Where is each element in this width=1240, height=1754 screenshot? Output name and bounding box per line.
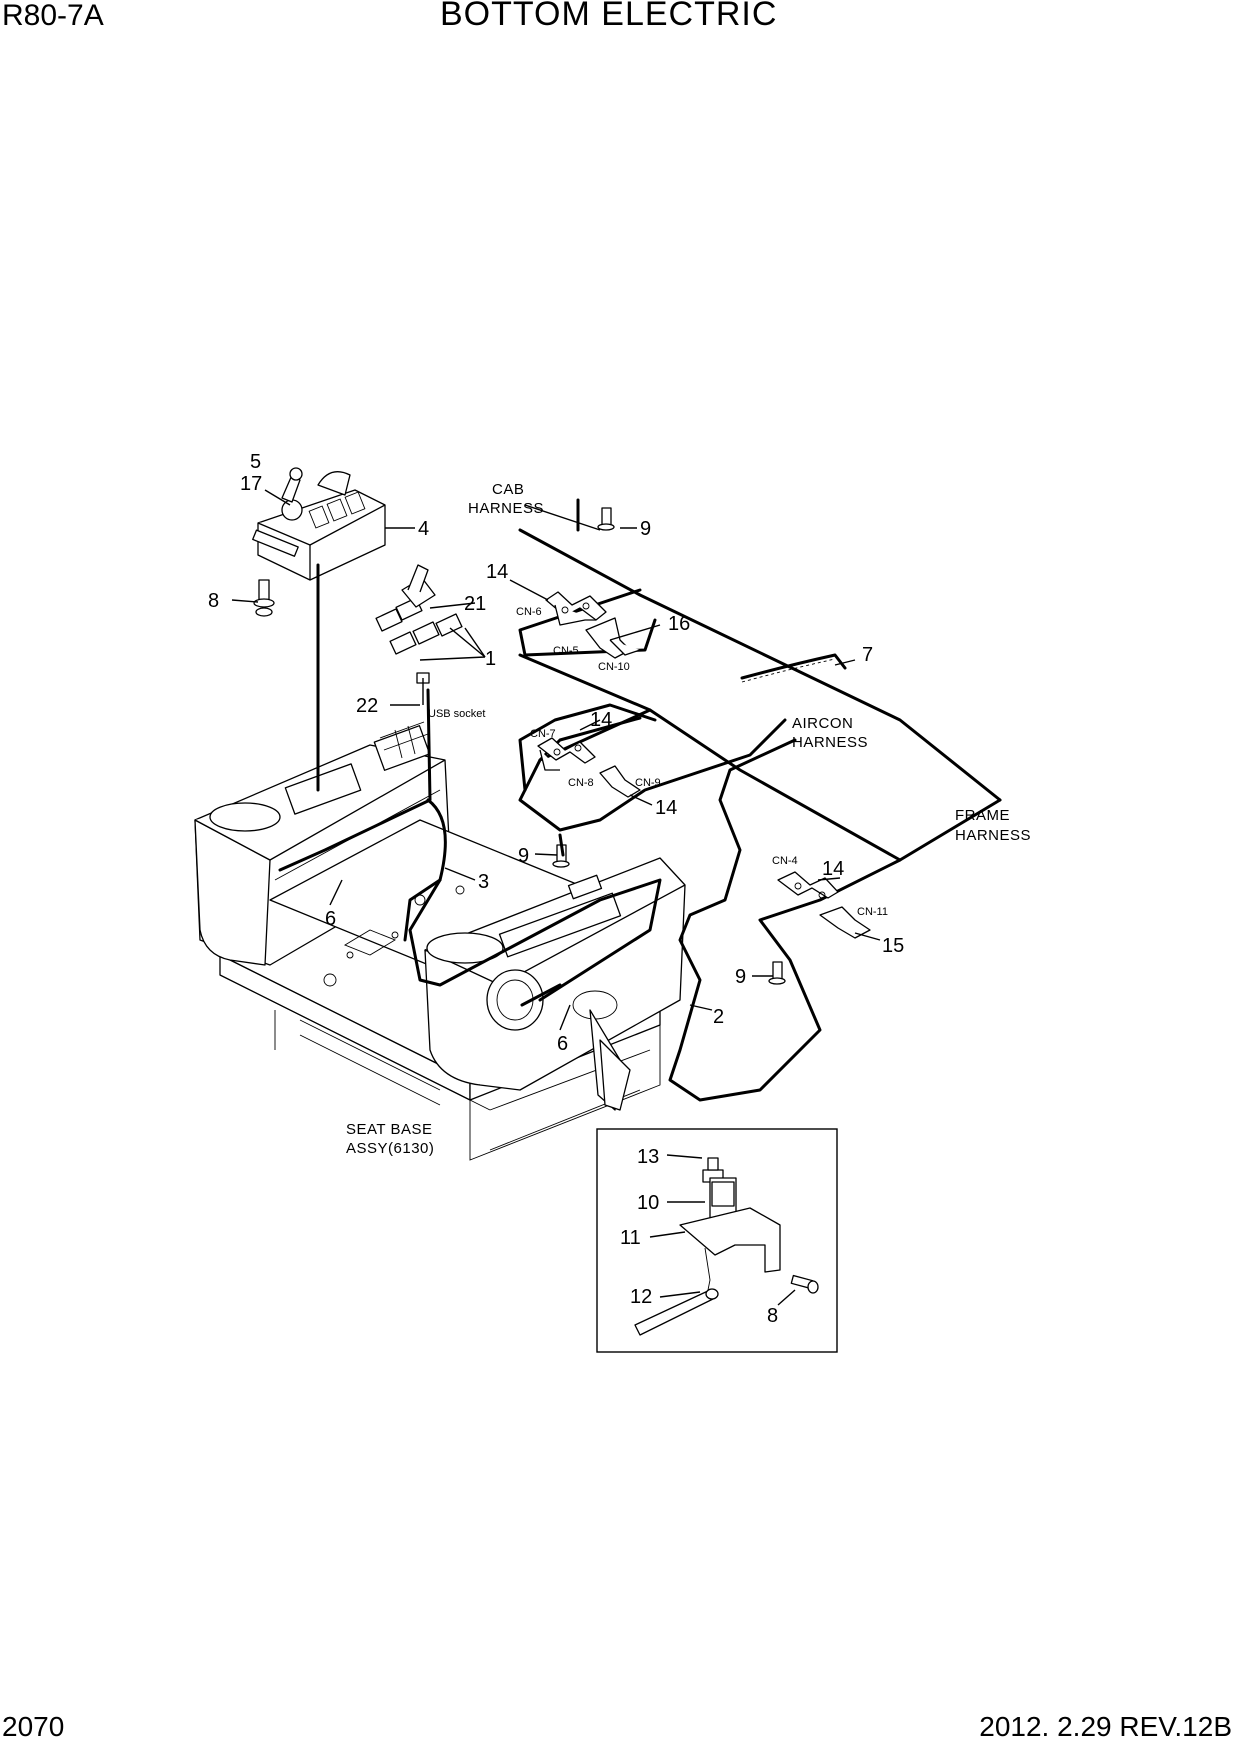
callout-3: 3 bbox=[478, 871, 489, 893]
cn-7-label: CN-7 bbox=[530, 728, 556, 740]
callout-14-top: 14 bbox=[486, 561, 508, 583]
switch-blanks-1 bbox=[375, 597, 463, 655]
callout-10: 10 bbox=[637, 1192, 659, 1214]
callout-1: 1 bbox=[485, 648, 496, 670]
callout-21: 21 bbox=[464, 593, 486, 615]
frame-harness-label-line1: FRAME bbox=[955, 807, 1010, 824]
callout-22: 22 bbox=[356, 695, 378, 717]
callout-9-middle: 9 bbox=[518, 845, 529, 867]
callout-16: 16 bbox=[668, 613, 690, 635]
aircon-harness-label-line2: HARNESS bbox=[792, 734, 868, 751]
model-code: R80-7A bbox=[2, 0, 104, 32]
revision-date: 2012. 2.29 REV.12B bbox=[979, 1711, 1232, 1742]
connector-labels: CN-6 CN-5 CN-10 CN-7 CN-8 CN-9 CN-4 CN-1… bbox=[516, 606, 888, 918]
seat-base-label-line1: SEAT BASE bbox=[346, 1121, 432, 1138]
switch-box-4 bbox=[252, 471, 386, 581]
bolt-9-right bbox=[768, 961, 786, 985]
callout-9-top: 9 bbox=[640, 518, 651, 540]
callout-15: 15 bbox=[882, 935, 904, 957]
callout-14-middle-top: 14 bbox=[590, 709, 612, 731]
frame-harness-label-line2: HARNESS bbox=[955, 827, 1031, 844]
page-title: BOTTOM ELECTRIC bbox=[440, 0, 778, 33]
cn-5-label: CN-5 bbox=[553, 645, 579, 657]
cn-8-label: CN-8 bbox=[568, 777, 594, 789]
callout-9-right: 9 bbox=[735, 966, 746, 988]
captions: CAB HARNESS AIRCON HARNESS FRAME HARNESS… bbox=[346, 481, 1031, 1157]
cn-11-label: CN-11 bbox=[857, 906, 888, 918]
callout-8-lower: 8 bbox=[767, 1305, 778, 1327]
wire-harness-main bbox=[278, 498, 1002, 1102]
harness-7 bbox=[740, 653, 847, 680]
callout-2: 2 bbox=[713, 1006, 724, 1028]
ignition-key-17 bbox=[281, 467, 303, 503]
cn-6-label: CN-6 bbox=[516, 606, 542, 618]
cab-harness-label-line2: HARNESS bbox=[468, 500, 544, 517]
callout-13: 13 bbox=[637, 1146, 659, 1168]
callout-7: 7 bbox=[862, 644, 873, 666]
part-callouts: 5 17 4 8 21 1 22 14 9 16 7 14 14 9 3 6 6… bbox=[208, 451, 904, 1327]
callout-14-right: 14 bbox=[822, 858, 844, 880]
callout-4: 4 bbox=[418, 518, 429, 540]
callout-5: 5 bbox=[250, 451, 261, 473]
callout-12: 12 bbox=[630, 1286, 652, 1308]
bolt-8-upper bbox=[253, 579, 275, 617]
detail-inset bbox=[596, 1128, 838, 1353]
connector-bracket-top bbox=[545, 591, 641, 659]
callout-17: 17 bbox=[240, 473, 262, 495]
callout-6-right: 6 bbox=[557, 1033, 568, 1055]
cab-harness-label-line1: CAB bbox=[492, 481, 524, 498]
page-number: 2070 bbox=[2, 1711, 65, 1742]
seat-base-label-line2: ASSY(6130) bbox=[346, 1140, 434, 1157]
callout-11: 11 bbox=[620, 1227, 641, 1249]
left-console bbox=[194, 721, 451, 966]
aircon-harness-label-line1: AIRCON bbox=[792, 715, 853, 732]
cn-9-label: CN-9 bbox=[635, 777, 661, 789]
cn-10-label: CN-10 bbox=[598, 661, 630, 673]
connector-bracket-middle bbox=[537, 737, 641, 798]
detail-pointer bbox=[599, 1039, 631, 1111]
callout-6-left: 6 bbox=[325, 908, 336, 930]
switch-21 bbox=[401, 564, 436, 608]
callout-14-middle-bottom: 14 bbox=[655, 797, 677, 819]
bolt-9-top bbox=[597, 507, 615, 531]
usb-socket-label: USB socket bbox=[428, 708, 485, 720]
connector-bracket-right bbox=[777, 871, 871, 939]
leader-lines bbox=[231, 489, 881, 1306]
cn-4-label: CN-4 bbox=[772, 855, 798, 867]
callout-8-upper: 8 bbox=[208, 590, 219, 612]
